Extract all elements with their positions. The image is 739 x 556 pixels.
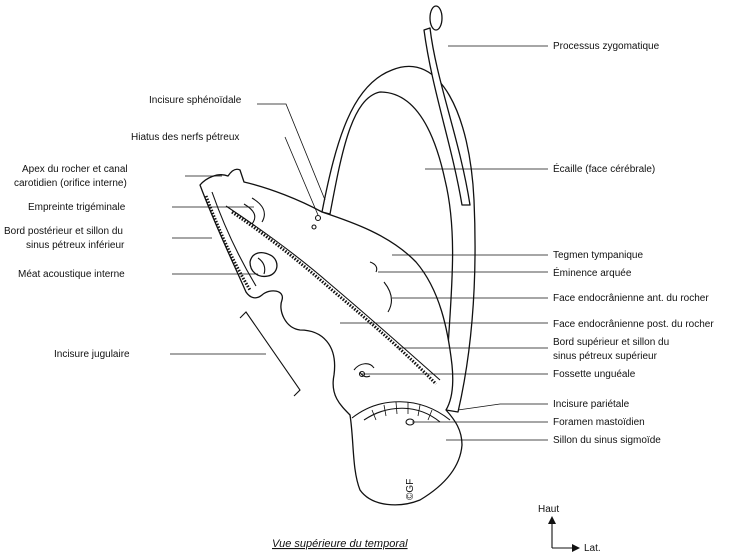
leader-incisure-parietale (457, 403, 548, 411)
temporal-bone-drawing (199, 5, 476, 506)
orientation-lateral-label: Lat. (584, 543, 601, 554)
label-apex-1: Apex du rocher et canal (22, 164, 128, 175)
label-sillon: Sillon du sinus sigmoïde (553, 435, 661, 446)
label-incisure-jugulaire: Incisure jugulaire (54, 349, 130, 360)
zygomatic-tip (429, 5, 443, 31)
sigmoid-sinus-groove (351, 401, 451, 423)
label-empreinte: Empreinte trigéminale (28, 202, 126, 213)
orientation-up-label: Haut (538, 504, 559, 515)
label-bord-post-2: sinus pétreux inférieur (26, 240, 125, 251)
label-foramen: Foramen mastoïdien (553, 417, 645, 428)
label-ecaille: Écaille (face cérébrale) (553, 162, 655, 175)
trigeminal-impression (243, 197, 265, 225)
sigmoid-ridges (371, 401, 433, 421)
label-bord-post-1: Bord postérieur et sillon du (4, 226, 123, 237)
hiatus-hole-2 (311, 224, 317, 230)
posterior-border-line (211, 191, 257, 287)
label-face-ant: Face endocrânienne ant. du rocher (553, 293, 709, 304)
orientation-indicator: Haut Lat. (538, 504, 601, 554)
label-bord-sup-2: sinus pétreux supérieur (553, 351, 658, 362)
zygomatic-process (423, 27, 471, 206)
leader-hiatus (284, 136, 319, 216)
label-apex-2: carotidien (orifice interne) (14, 178, 127, 189)
leader-incisure-sphenoidale (257, 103, 326, 201)
hiatus-hole (314, 214, 322, 222)
label-eminence: Éminence arquée (553, 266, 632, 279)
diagram-caption: Vue supérieure du temporal (272, 538, 408, 550)
label-incisure-parietale: Incisure pariétale (553, 399, 630, 410)
label-bord-sup-1: Bord supérieur et sillon du (553, 337, 669, 348)
petrous-outline (199, 168, 463, 506)
leader-lines (170, 45, 548, 441)
arrow-up-icon (548, 516, 556, 524)
subarcuate-fossa (353, 363, 375, 378)
inferior-petrosal-sulcus (204, 195, 252, 291)
squama-outline (321, 65, 476, 413)
labels: Processus zygomatique Incisure sphénoïda… (4, 41, 714, 446)
arrow-right-icon (572, 544, 580, 552)
superior-petrosal-sulcus (231, 210, 438, 386)
label-fossette: Fossette unguéale (553, 369, 636, 380)
label-face-post: Face endocrânienne post. du rocher (553, 319, 714, 330)
label-processus-zygomatique: Processus zygomatique (553, 41, 660, 52)
label-incisure-sphenoidale: Incisure sphénoïdale (149, 95, 242, 106)
label-tegmen: Tegmen tympanique (553, 250, 643, 261)
meatus-inner (257, 257, 266, 275)
arcuate-eminence (369, 261, 393, 313)
label-hiatus: Hiatus des nerfs pétreux (131, 132, 239, 143)
superior-border-line (225, 205, 441, 381)
label-meat: Méat acoustique interne (18, 269, 125, 280)
jugular-notch-bracket (239, 311, 301, 397)
credit-mark: ©GF (405, 479, 416, 500)
